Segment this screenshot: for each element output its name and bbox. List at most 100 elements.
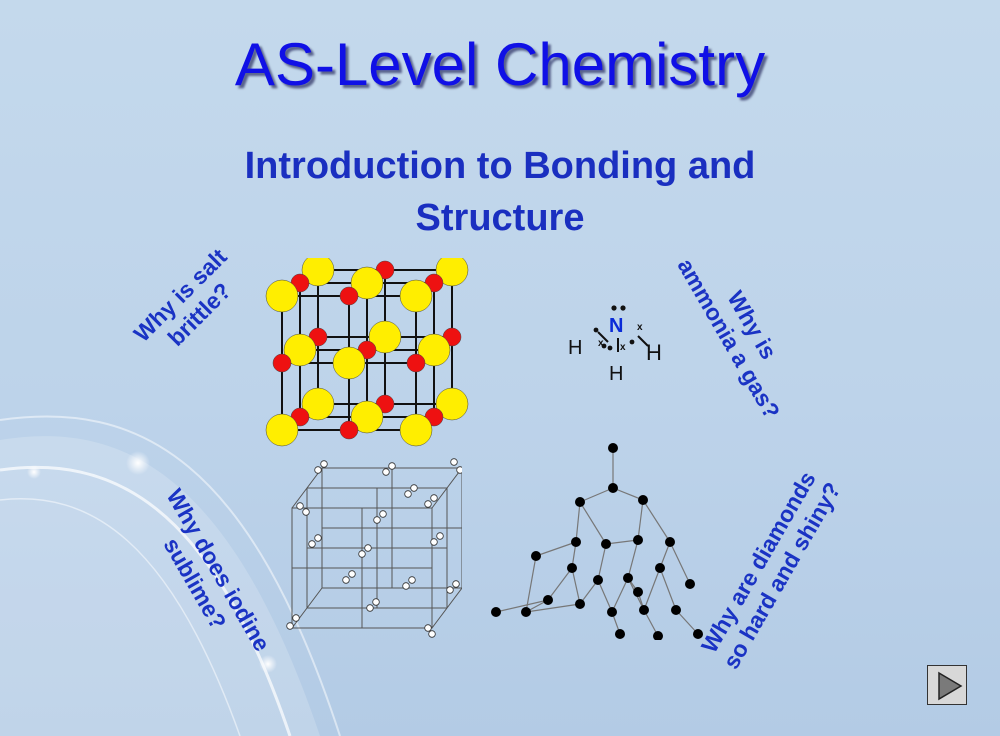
- carbon-bond: [627, 539, 639, 579]
- carbon-bond: [659, 567, 677, 611]
- carbon-bond: [525, 555, 537, 613]
- sodium-ion: [301, 258, 335, 287]
- carbon-atom: [623, 573, 633, 583]
- carbon-atom: [655, 563, 665, 573]
- carbon-atom: [653, 631, 663, 640]
- carbon-bond: [612, 487, 644, 501]
- carbon-atom: [607, 607, 617, 617]
- subtitle-line-1: Introduction to Bonding and: [244, 145, 756, 187]
- carbon-atom: [608, 483, 618, 493]
- slide-subtitle: Introduction to Bonding and Structure: [150, 140, 850, 244]
- iodine-atom: [456, 466, 462, 474]
- sodium-ion: [435, 258, 469, 287]
- carbon-bond: [547, 567, 573, 601]
- iodine-atom: [452, 580, 460, 588]
- iodine-lattice-diagram: [286, 458, 462, 638]
- carbon-bond: [642, 499, 671, 543]
- iodine-atom: [296, 502, 304, 510]
- carbon-bond: [495, 599, 549, 613]
- carbon-atom: [608, 443, 618, 453]
- carbon-bond: [579, 487, 614, 503]
- iodine-atom: [372, 598, 380, 606]
- iodine-atom: [410, 484, 418, 492]
- sodium-chloride-lattice-diagram: [265, 258, 469, 447]
- carbon-atom: [685, 579, 695, 589]
- carbon-atom: [567, 563, 577, 573]
- carbon-atom: [615, 629, 625, 639]
- sodium-ion: [283, 333, 317, 367]
- ammonia-h-right-label: H: [646, 340, 662, 365]
- carbon-atom: [633, 535, 643, 545]
- sodium-ion: [350, 400, 384, 434]
- iodine-atom: [292, 614, 300, 622]
- iodine-atom: [450, 458, 458, 466]
- diamond-structure-diagram: [491, 443, 703, 640]
- iodine-atom: [428, 630, 436, 638]
- iodine-atom: [302, 508, 310, 516]
- carbon-bond: [675, 609, 699, 635]
- iodine-atom: [358, 550, 366, 558]
- iodine-atom: [446, 586, 454, 594]
- chloride-ion: [339, 286, 359, 306]
- iodine-atom: [314, 534, 322, 542]
- iodine-atom: [382, 468, 390, 476]
- sodium-ion: [417, 333, 451, 367]
- iodine-atom: [424, 624, 432, 632]
- carbon-atom: [575, 497, 585, 507]
- iodine-atom: [408, 576, 416, 584]
- iodine-atom: [308, 540, 316, 548]
- carbon-bond: [611, 577, 629, 613]
- carbon-atom: [531, 551, 541, 561]
- carbon-atom: [639, 605, 649, 615]
- carbon-atom: [638, 495, 648, 505]
- iodine-atom: [286, 622, 294, 630]
- sodium-ion: [368, 320, 402, 354]
- play-triangle-icon: [938, 671, 963, 701]
- iodine-atom: [424, 500, 432, 508]
- carbon-bond: [579, 501, 607, 545]
- slide-title: AS-Level Chemistry: [234, 31, 766, 98]
- carbon-atom: [491, 607, 501, 617]
- ammonia-cross-2: x: [620, 342, 626, 353]
- sodium-ion: [399, 279, 433, 313]
- iodine-atom: [436, 532, 444, 540]
- chloride-ion: [339, 420, 359, 440]
- iodine-atom: [364, 544, 372, 552]
- ammonia-cross-1: x: [598, 338, 604, 349]
- iodine-atom: [404, 490, 412, 498]
- carbon-bond: [597, 579, 613, 613]
- sodium-ion: [399, 413, 433, 447]
- ammonia-nitrogen-label: N: [609, 315, 623, 337]
- carbon-atom: [575, 599, 585, 609]
- carbon-atom: [671, 605, 681, 615]
- iodine-atom: [379, 510, 387, 518]
- iodine-atom: [314, 466, 322, 474]
- subtitle-line-2: Structure: [415, 197, 585, 239]
- ammonia-h-left-label: H: [568, 337, 582, 359]
- carbon-atom: [665, 537, 675, 547]
- carbon-atom: [593, 575, 603, 585]
- iodine-atom: [430, 538, 438, 546]
- carbon-bond: [597, 543, 607, 581]
- carbon-atom: [571, 537, 581, 547]
- iodine-atom: [320, 460, 328, 468]
- chloride-ion: [406, 353, 426, 373]
- next-slide-button[interactable]: [927, 665, 967, 705]
- carbon-bond: [571, 567, 581, 605]
- iodine-atom: [366, 604, 374, 612]
- chloride-ion: [272, 353, 292, 373]
- iodine-atom: [342, 576, 350, 584]
- carbon-bond: [525, 603, 581, 613]
- carbon-atom: [693, 629, 703, 639]
- iodine-atom: [430, 494, 438, 502]
- ammonia-molecule-diagram: N H H H x x x: [568, 305, 662, 385]
- carbon-atom: [543, 595, 553, 605]
- sodium-ion: [265, 279, 299, 313]
- carbon-atom: [633, 587, 643, 597]
- carbon-bond: [535, 541, 577, 557]
- sodium-ion: [301, 387, 335, 421]
- ammonia-h-bottom-label: H: [609, 363, 623, 385]
- carbon-atom: [521, 607, 531, 617]
- iodine-atom: [373, 516, 381, 524]
